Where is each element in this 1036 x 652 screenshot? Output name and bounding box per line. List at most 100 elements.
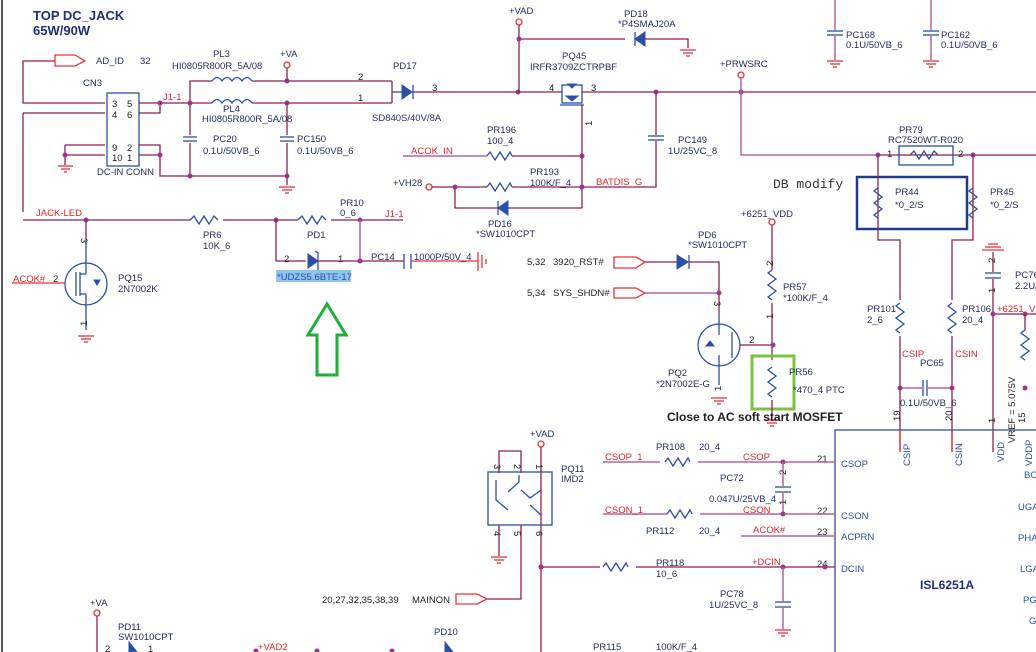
net-label-dcin: +DCIN bbox=[752, 557, 781, 568]
svg-text:1: 1 bbox=[987, 288, 998, 293]
svg-text:0.1U/50VB_6: 0.1U/50VB_6 bbox=[203, 146, 260, 157]
svg-text:15: 15 bbox=[1017, 412, 1028, 423]
pc20-capacitor: PC20 0.1U/50VB_6 bbox=[203, 134, 260, 157]
svg-text:0.1U/50VB_6: 0.1U/50VB_6 bbox=[900, 398, 957, 409]
pr10-resistor bbox=[297, 214, 327, 226]
svg-text:1: 1 bbox=[987, 418, 998, 423]
svg-text:20,27,32,35,38,39: 20,27,32,35,38,39 bbox=[322, 595, 399, 606]
svg-text:MAINON: MAINON bbox=[412, 595, 450, 606]
svg-text:PC149: PC149 bbox=[678, 135, 707, 146]
svg-text:IRFR3709ZCTRPBF: IRFR3709ZCTRPBF bbox=[530, 62, 617, 73]
svg-text:5,32: 5,32 bbox=[527, 257, 546, 268]
svg-text:*100K/F_4: *100K/F_4 bbox=[783, 293, 828, 304]
mainon-connector[interactable] bbox=[455, 593, 489, 605]
pc149-capacitor: PC149 1U/25VC_8 bbox=[668, 135, 717, 157]
svg-text:PC150: PC150 bbox=[297, 134, 326, 145]
net-label-vad2: +VAD2 bbox=[258, 642, 288, 652]
sys-shdn-connector[interactable] bbox=[613, 287, 647, 299]
pq15-mosfet: 3 2 PQ15 2N7002K 1 bbox=[12, 238, 158, 330]
net-label-j1-1-b: J1-1 bbox=[385, 209, 403, 220]
net-label-acok-pq15: ACOK# bbox=[13, 274, 46, 285]
net-label-acok-ic: ACOK# bbox=[753, 525, 786, 536]
svg-text:RC7520WT-R020: RC7520WT-R020 bbox=[888, 135, 963, 146]
svg-text:ACPRN: ACPRN bbox=[841, 532, 874, 543]
pr45-resistor bbox=[967, 187, 979, 219]
svg-text:PR57: PR57 bbox=[783, 282, 807, 293]
svg-text:PD1: PD1 bbox=[307, 230, 325, 241]
svg-text:10: 10 bbox=[112, 153, 123, 164]
svg-text:PQ15: PQ15 bbox=[118, 273, 142, 284]
svg-text:PD18: PD18 bbox=[624, 9, 648, 20]
svg-text:6: 6 bbox=[533, 531, 544, 536]
svg-text:*SW1010CPT: *SW1010CPT bbox=[688, 240, 747, 251]
sheet-subtitle: 65W/90W bbox=[33, 23, 91, 38]
svg-text:2N7002K: 2N7002K bbox=[118, 284, 158, 295]
pr57-resistor bbox=[766, 269, 778, 301]
vref-label: VREF = 5.075V bbox=[1007, 376, 1018, 443]
va-power-port: +VA bbox=[280, 49, 298, 81]
svg-text:+VH28: +VH28 bbox=[393, 178, 422, 189]
pc65-capacitor: PC65 bbox=[920, 358, 944, 369]
ic-pin-vdd: 1 VDD bbox=[987, 418, 1007, 462]
pq11-transistor-array: PQ11 IMD2 3 2 1 4 5 6 bbox=[487, 464, 585, 536]
svg-text:0_6: 0_6 bbox=[340, 208, 356, 219]
svg-text:PC20: PC20 bbox=[213, 134, 237, 145]
pr56-highlight-box bbox=[750, 354, 796, 411]
svg-text:9: 9 bbox=[112, 143, 117, 154]
va-lower-power-port: +VA bbox=[90, 598, 108, 617]
ground-symbol bbox=[764, 419, 780, 427]
rst-connector[interactable] bbox=[613, 256, 647, 269]
net-label-cson: CSON bbox=[743, 505, 771, 516]
svg-text:PC168: PC168 bbox=[846, 30, 875, 41]
svg-text:VDD: VDD bbox=[996, 442, 1007, 462]
net-label-cson-1: CSON_1 bbox=[605, 505, 643, 516]
pc72-capacitor: PC72 bbox=[720, 473, 744, 484]
svg-text:3: 3 bbox=[591, 83, 596, 94]
pc14-capacitor: PC14 1000P/50V_4 bbox=[371, 252, 487, 271]
ground-symbol bbox=[982, 243, 1004, 251]
svg-text:PC14: PC14 bbox=[371, 252, 395, 263]
svg-text:PR108: PR108 bbox=[656, 442, 685, 453]
net-label-csop-1: CSOP_1 bbox=[605, 452, 643, 463]
ic-pin-lga: LGA bbox=[1020, 564, 1036, 575]
svg-text:PR101: PR101 bbox=[867, 304, 896, 315]
pr196-resistor bbox=[486, 150, 513, 162]
svg-text:1: 1 bbox=[127, 153, 132, 164]
close-to-note: Close to AC soft start MOSFET bbox=[667, 410, 843, 424]
svg-text:PL3: PL3 bbox=[213, 49, 230, 60]
pr106-resistor bbox=[946, 302, 958, 334]
selection-highlight bbox=[276, 270, 351, 282]
pc150-capacitor: PC150 0.1U/50VB_6 bbox=[297, 134, 354, 157]
svg-text:+VAD: +VAD bbox=[530, 429, 555, 440]
svg-text:1: 1 bbox=[778, 500, 789, 505]
svg-text:2: 2 bbox=[358, 72, 363, 83]
svg-text:3: 3 bbox=[711, 301, 722, 306]
svg-text:PR79: PR79 bbox=[899, 125, 923, 136]
pl3-inductor: PL3 HI0805R800R_5A/08 bbox=[172, 49, 262, 83]
svg-text:PD6: PD6 bbox=[698, 230, 716, 241]
svg-text:5,34: 5,34 bbox=[527, 288, 546, 299]
svg-text:4: 4 bbox=[112, 110, 117, 121]
ic-pin-csin: 20 CSIN bbox=[944, 410, 965, 466]
svg-text:+VAD: +VAD bbox=[509, 6, 534, 17]
svg-text:1: 1 bbox=[584, 121, 595, 126]
svg-text:100_4: 100_4 bbox=[487, 136, 513, 147]
ad-id-connector[interactable]: AD_ID 32 bbox=[54, 54, 151, 67]
net-label-jack-led: JACK-LED bbox=[36, 208, 82, 219]
pr6-resistor bbox=[189, 214, 219, 226]
svg-text:PR6: PR6 bbox=[203, 230, 221, 241]
net-label-6251-vdd: +6251_VD bbox=[997, 304, 1036, 315]
svg-text:CSIN: CSIN bbox=[954, 443, 965, 466]
ic-pin-pg: PG bbox=[1023, 595, 1036, 606]
pr193-resistor bbox=[486, 181, 513, 193]
ground-symbol bbox=[491, 556, 507, 564]
svg-text:*UDZS5.6BTE-17: *UDZS5.6BTE-17 bbox=[277, 272, 352, 283]
net-label-acok-in: ACOK_IN bbox=[411, 146, 453, 157]
pc168-capacitor: PC168 0.1U/50VB_6 bbox=[827, 0, 903, 68]
net-label-batdis-g: BATDIS_G bbox=[596, 177, 642, 188]
net-label-csip: CSIP bbox=[902, 349, 924, 360]
wire bbox=[139, 144, 287, 177]
svg-text:24: 24 bbox=[817, 559, 828, 570]
svg-text:10K_6: 10K_6 bbox=[203, 241, 230, 252]
svg-text:20_4: 20_4 bbox=[699, 526, 720, 537]
